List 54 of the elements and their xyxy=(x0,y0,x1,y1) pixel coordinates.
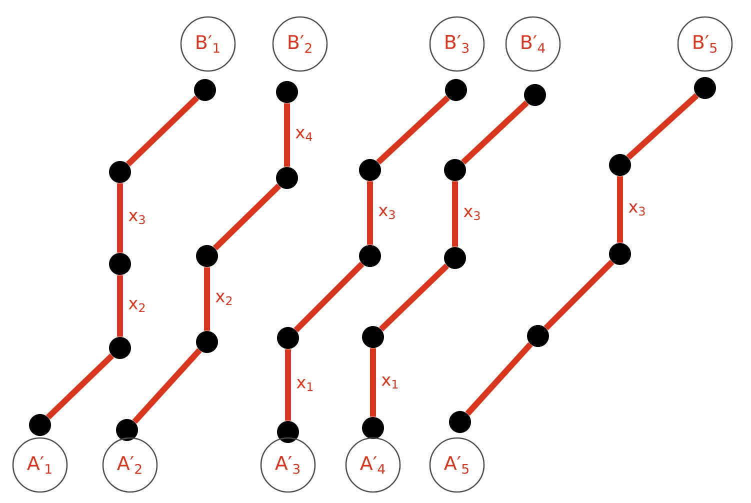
connector xyxy=(117,275,123,337)
dot xyxy=(524,84,546,106)
edge-label: x$_{2}$ xyxy=(127,298,148,314)
connector xyxy=(285,349,291,421)
dot xyxy=(276,81,298,103)
connector xyxy=(132,348,202,424)
connector xyxy=(367,181,373,245)
dot xyxy=(359,245,381,267)
connector xyxy=(465,342,533,416)
edge-label: x$_{1}$ xyxy=(295,378,316,392)
dot xyxy=(29,414,51,436)
edge-label: x$_{3}$ xyxy=(377,206,398,220)
dot xyxy=(276,167,298,189)
dot xyxy=(196,331,218,353)
dot xyxy=(277,421,299,443)
dot xyxy=(109,161,131,183)
dot xyxy=(359,159,381,181)
dot xyxy=(449,411,471,433)
connector xyxy=(212,184,282,250)
connector xyxy=(117,183,123,253)
dot xyxy=(196,245,218,267)
dot xyxy=(109,253,131,275)
edge-label: x$_{3}$ xyxy=(462,206,482,222)
dot xyxy=(362,417,384,439)
dot xyxy=(444,159,466,181)
connector xyxy=(204,267,210,331)
edge-label: x$_{3}$ xyxy=(127,210,148,226)
dot xyxy=(362,326,384,348)
edge-label: x$_{1}$ xyxy=(380,376,400,390)
connector xyxy=(378,264,450,332)
dot xyxy=(444,247,466,269)
connector xyxy=(376,95,450,165)
connector xyxy=(626,93,699,160)
connector xyxy=(294,262,364,332)
connector xyxy=(126,96,200,166)
dot xyxy=(694,77,716,99)
dot xyxy=(109,337,131,359)
connector xyxy=(452,181,458,247)
connector xyxy=(370,348,376,417)
dot xyxy=(277,327,299,349)
edge-label: x$_{2}$ xyxy=(214,292,234,306)
edge-label: x$_{4}$ xyxy=(294,128,314,142)
dot xyxy=(527,325,549,347)
dot xyxy=(194,79,216,101)
connector xyxy=(544,260,614,330)
dot xyxy=(609,243,631,265)
connector xyxy=(284,103,290,167)
dot xyxy=(445,79,467,101)
connector xyxy=(46,354,114,420)
dot xyxy=(609,154,631,176)
connector xyxy=(461,100,529,165)
dot xyxy=(116,419,138,441)
edge-label: x$_{3}$ xyxy=(627,202,648,217)
connector xyxy=(617,176,623,243)
